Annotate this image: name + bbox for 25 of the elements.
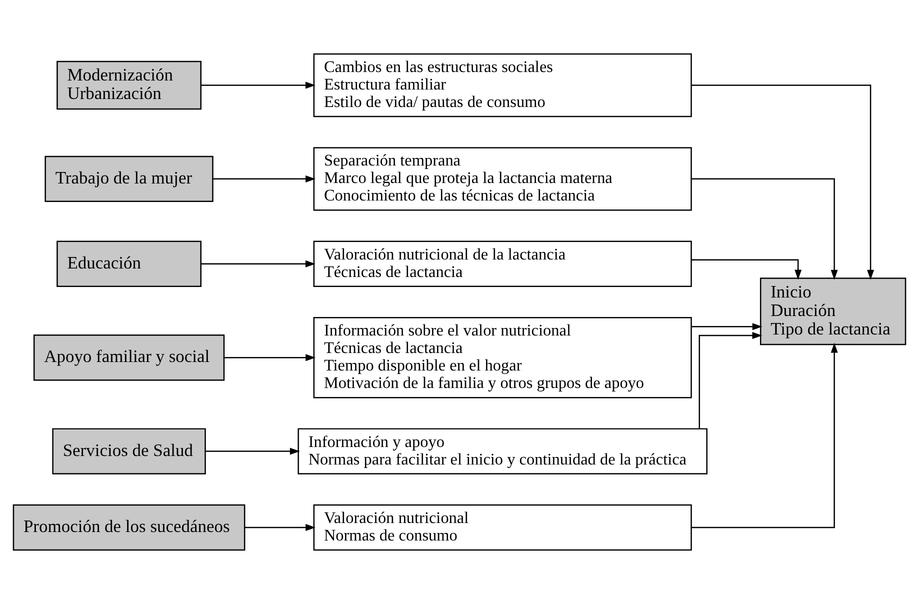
arrow bbox=[201, 81, 316, 88]
arrow bbox=[691, 258, 802, 280]
node-box: Apoyo familiar y social bbox=[33, 334, 225, 380]
arrow bbox=[212, 174, 316, 182]
arrow bbox=[224, 354, 316, 361]
node-box: Promoción de los sucedáneos bbox=[12, 504, 246, 550]
arrow bbox=[692, 342, 838, 528]
node-box: Inicio Duración Tipo de lactancia bbox=[760, 277, 906, 345]
arrow bbox=[698, 332, 762, 428]
node-box: Separación temprana Marco legal que proteja la lactancia materna Conocimiento de las técnicas de lactancia bbox=[313, 146, 692, 210]
node-box: Educación bbox=[56, 240, 202, 286]
node-box: Información y apoyo Normas para facilitar el inicio y continuidad de la práctica bbox=[298, 428, 708, 474]
node-box: Valoración nutricional de la lactancia Técnicas de lactancia bbox=[313, 240, 692, 286]
node-box: Modernización Urbanización bbox=[56, 60, 202, 110]
node-box: Trabajo de la mujer bbox=[44, 155, 214, 202]
arrow bbox=[244, 524, 316, 531]
arrow bbox=[691, 322, 762, 330]
arrow bbox=[691, 84, 874, 280]
arrow bbox=[692, 178, 838, 280]
node-box: Información sobre el valor nutricional Técnicas de lactancia Tiempo disponible en el hogar Motivación de la familia y otros grupos de apoyo bbox=[313, 316, 692, 398]
node-box: Valoración nutricional Normas de consumo bbox=[313, 504, 692, 550]
arrow bbox=[201, 260, 316, 267]
arrow bbox=[206, 447, 300, 454]
node-box: Cambios en las estructuras sociales Estructura familiar Estilo de vida/ pautas de consumo bbox=[313, 52, 692, 117]
node-box: Servicios de Salud bbox=[52, 428, 206, 474]
